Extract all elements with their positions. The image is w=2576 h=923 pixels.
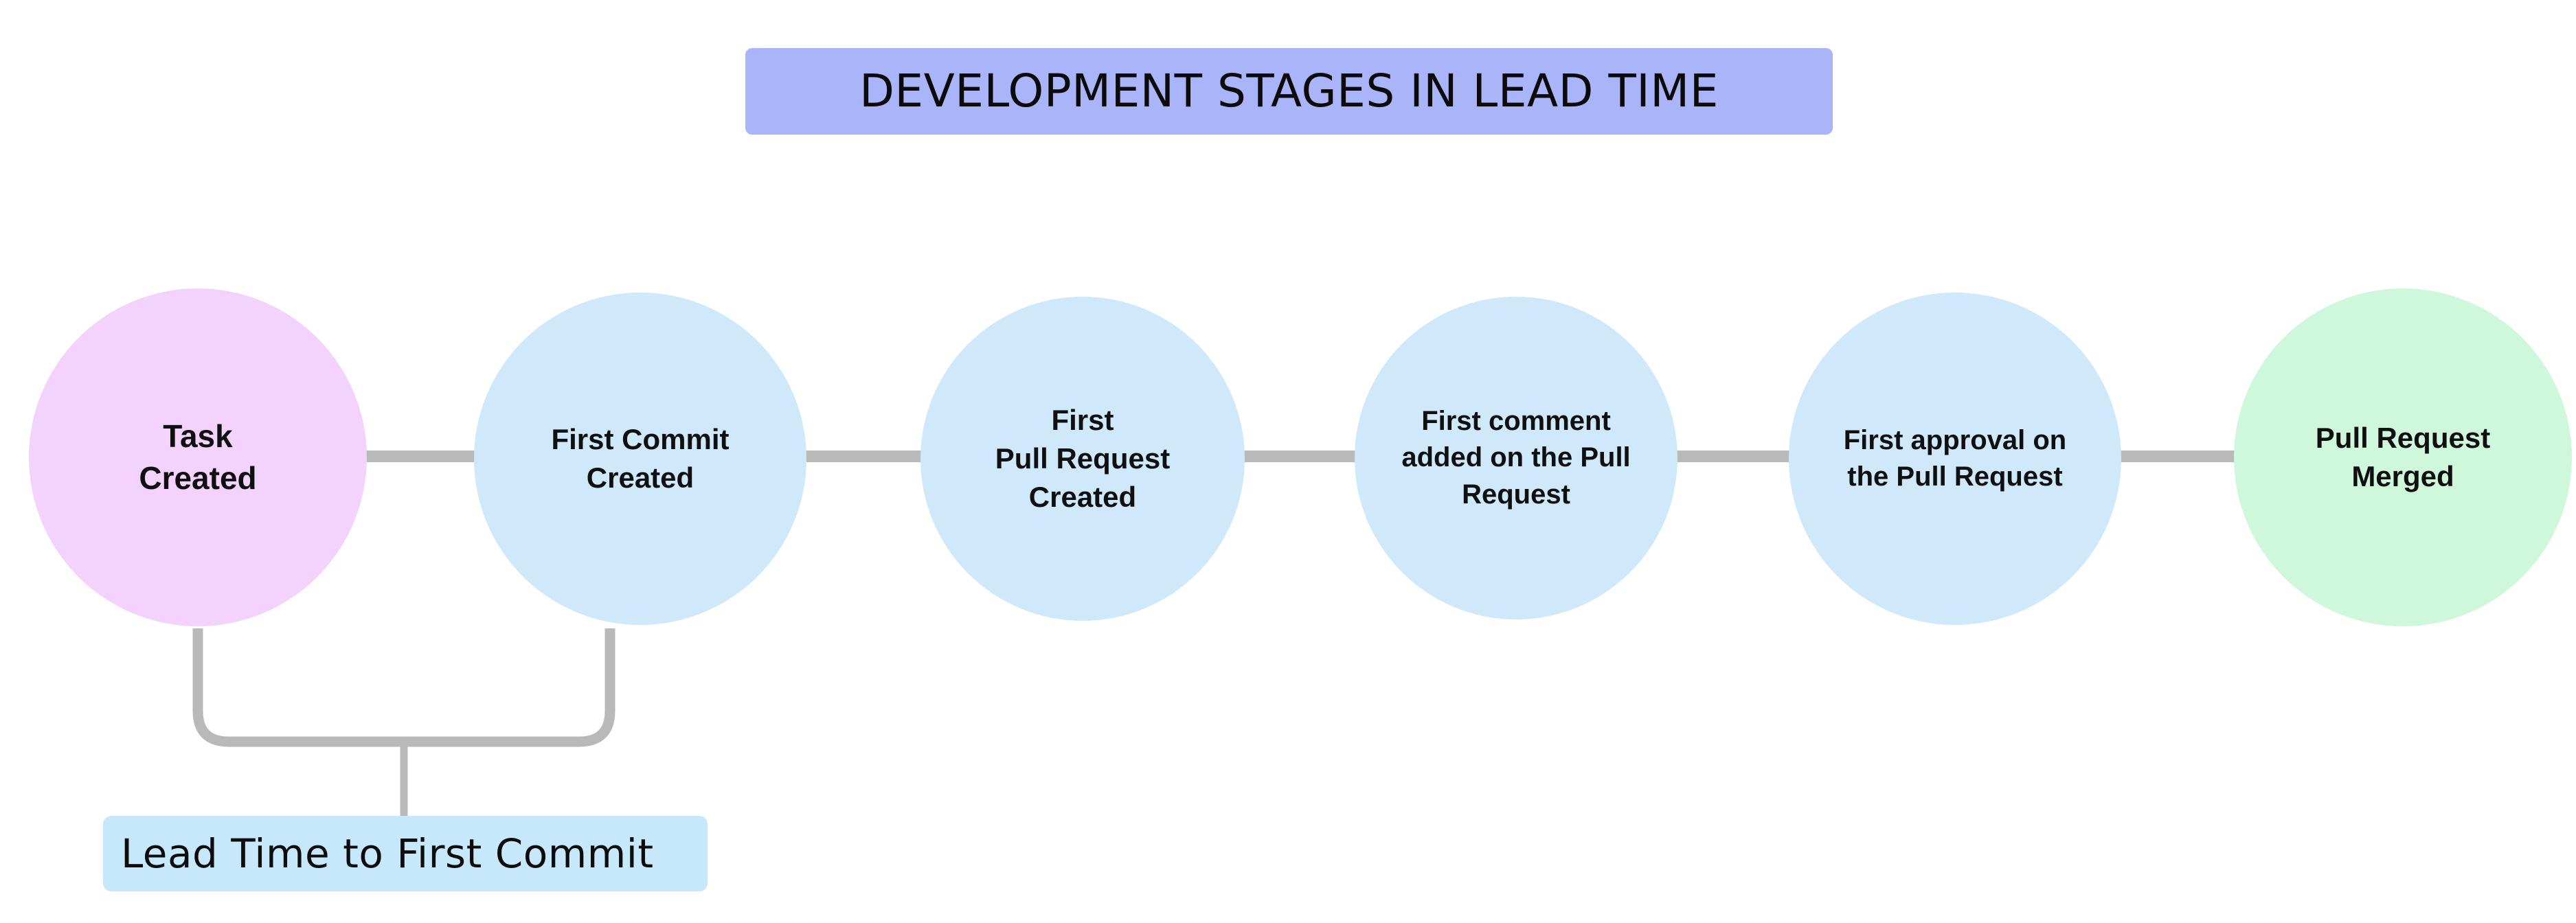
stage-node-first-commit-created[interactable]: First Commit Created: [474, 293, 806, 625]
stage-node-first-approval-on-pull-request[interactable]: First approval on the Pull Request: [1789, 293, 2121, 625]
connector-first-commit-created-to-first-pull-request-created: [798, 451, 929, 462]
stage-node-label: First comment added on the Pull Request: [1401, 406, 1631, 510]
stage-node-label: First Pull Request Created: [995, 404, 1171, 513]
connector-first-comment-on-pull-request-to-first-approval-on-pull-request: [1671, 451, 1797, 462]
connector-task-created-to-first-commit-created: [357, 451, 481, 462]
diagram-title-banner: DEVELOPMENT STAGES IN LEAD TIME: [745, 48, 1833, 135]
lead-time-annotation[interactable]: Lead Time to First Commit: [103, 816, 708, 891]
stage-node-label: Pull Request Merged: [2315, 422, 2491, 492]
lead-time-annotation-label: Lead Time to First Commit: [121, 830, 654, 877]
stage-node-pull-request-merged[interactable]: Pull Request Merged: [2234, 288, 2572, 626]
stage-node-first-pull-request-created[interactable]: First Pull Request Created: [920, 297, 1245, 621]
stage-node-label: First Commit Created: [551, 423, 730, 494]
stage-node-first-comment-on-pull-request[interactable]: First comment added on the Pull Request: [1355, 297, 1677, 619]
stage-node-task-created[interactable]: Task Created: [29, 288, 367, 626]
stage-node-label: Task Created: [139, 418, 257, 496]
connector-first-pull-request-created-to-first-comment-on-pull-request: [1238, 451, 1363, 462]
stage-pipeline: Task Created First Commit Created First …: [0, 288, 2576, 632]
stage-node-label: First approval on the Pull Request: [1843, 424, 2067, 492]
lead-time-bracket: [192, 628, 615, 819]
page-title: DEVELOPMENT STAGES IN LEAD TIME: [859, 65, 1719, 117]
connector-first-approval-on-pull-request-to-pull-request-merged: [2114, 451, 2242, 462]
